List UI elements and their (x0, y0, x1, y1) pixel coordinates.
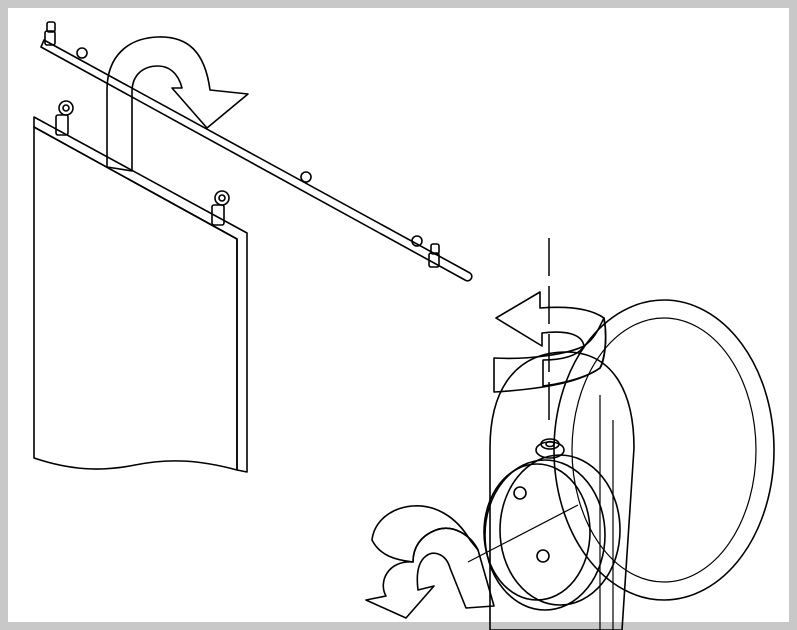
adjustment-screw (535, 438, 565, 459)
hub-hole (536, 549, 550, 563)
door-panel (33, 100, 248, 473)
hub-hole (513, 486, 527, 500)
rail-bracket (44, 21, 56, 46)
rail-spacer (76, 47, 88, 59)
roller-wheel (553, 299, 775, 601)
panel-roller-hanger (211, 190, 230, 226)
rail-rod (40, 21, 473, 282)
rail-spacer (411, 235, 423, 247)
rotate-down-arrow-icon (365, 505, 495, 619)
rail-spacer (300, 171, 312, 183)
panel-roller-hanger (55, 100, 74, 136)
rail-bracket (428, 243, 440, 268)
roller-assembly (467, 238, 775, 630)
rotate-left-arrow-icon (493, 291, 607, 393)
curved-arrow-down-icon (106, 36, 249, 172)
roller-hub (467, 454, 621, 611)
